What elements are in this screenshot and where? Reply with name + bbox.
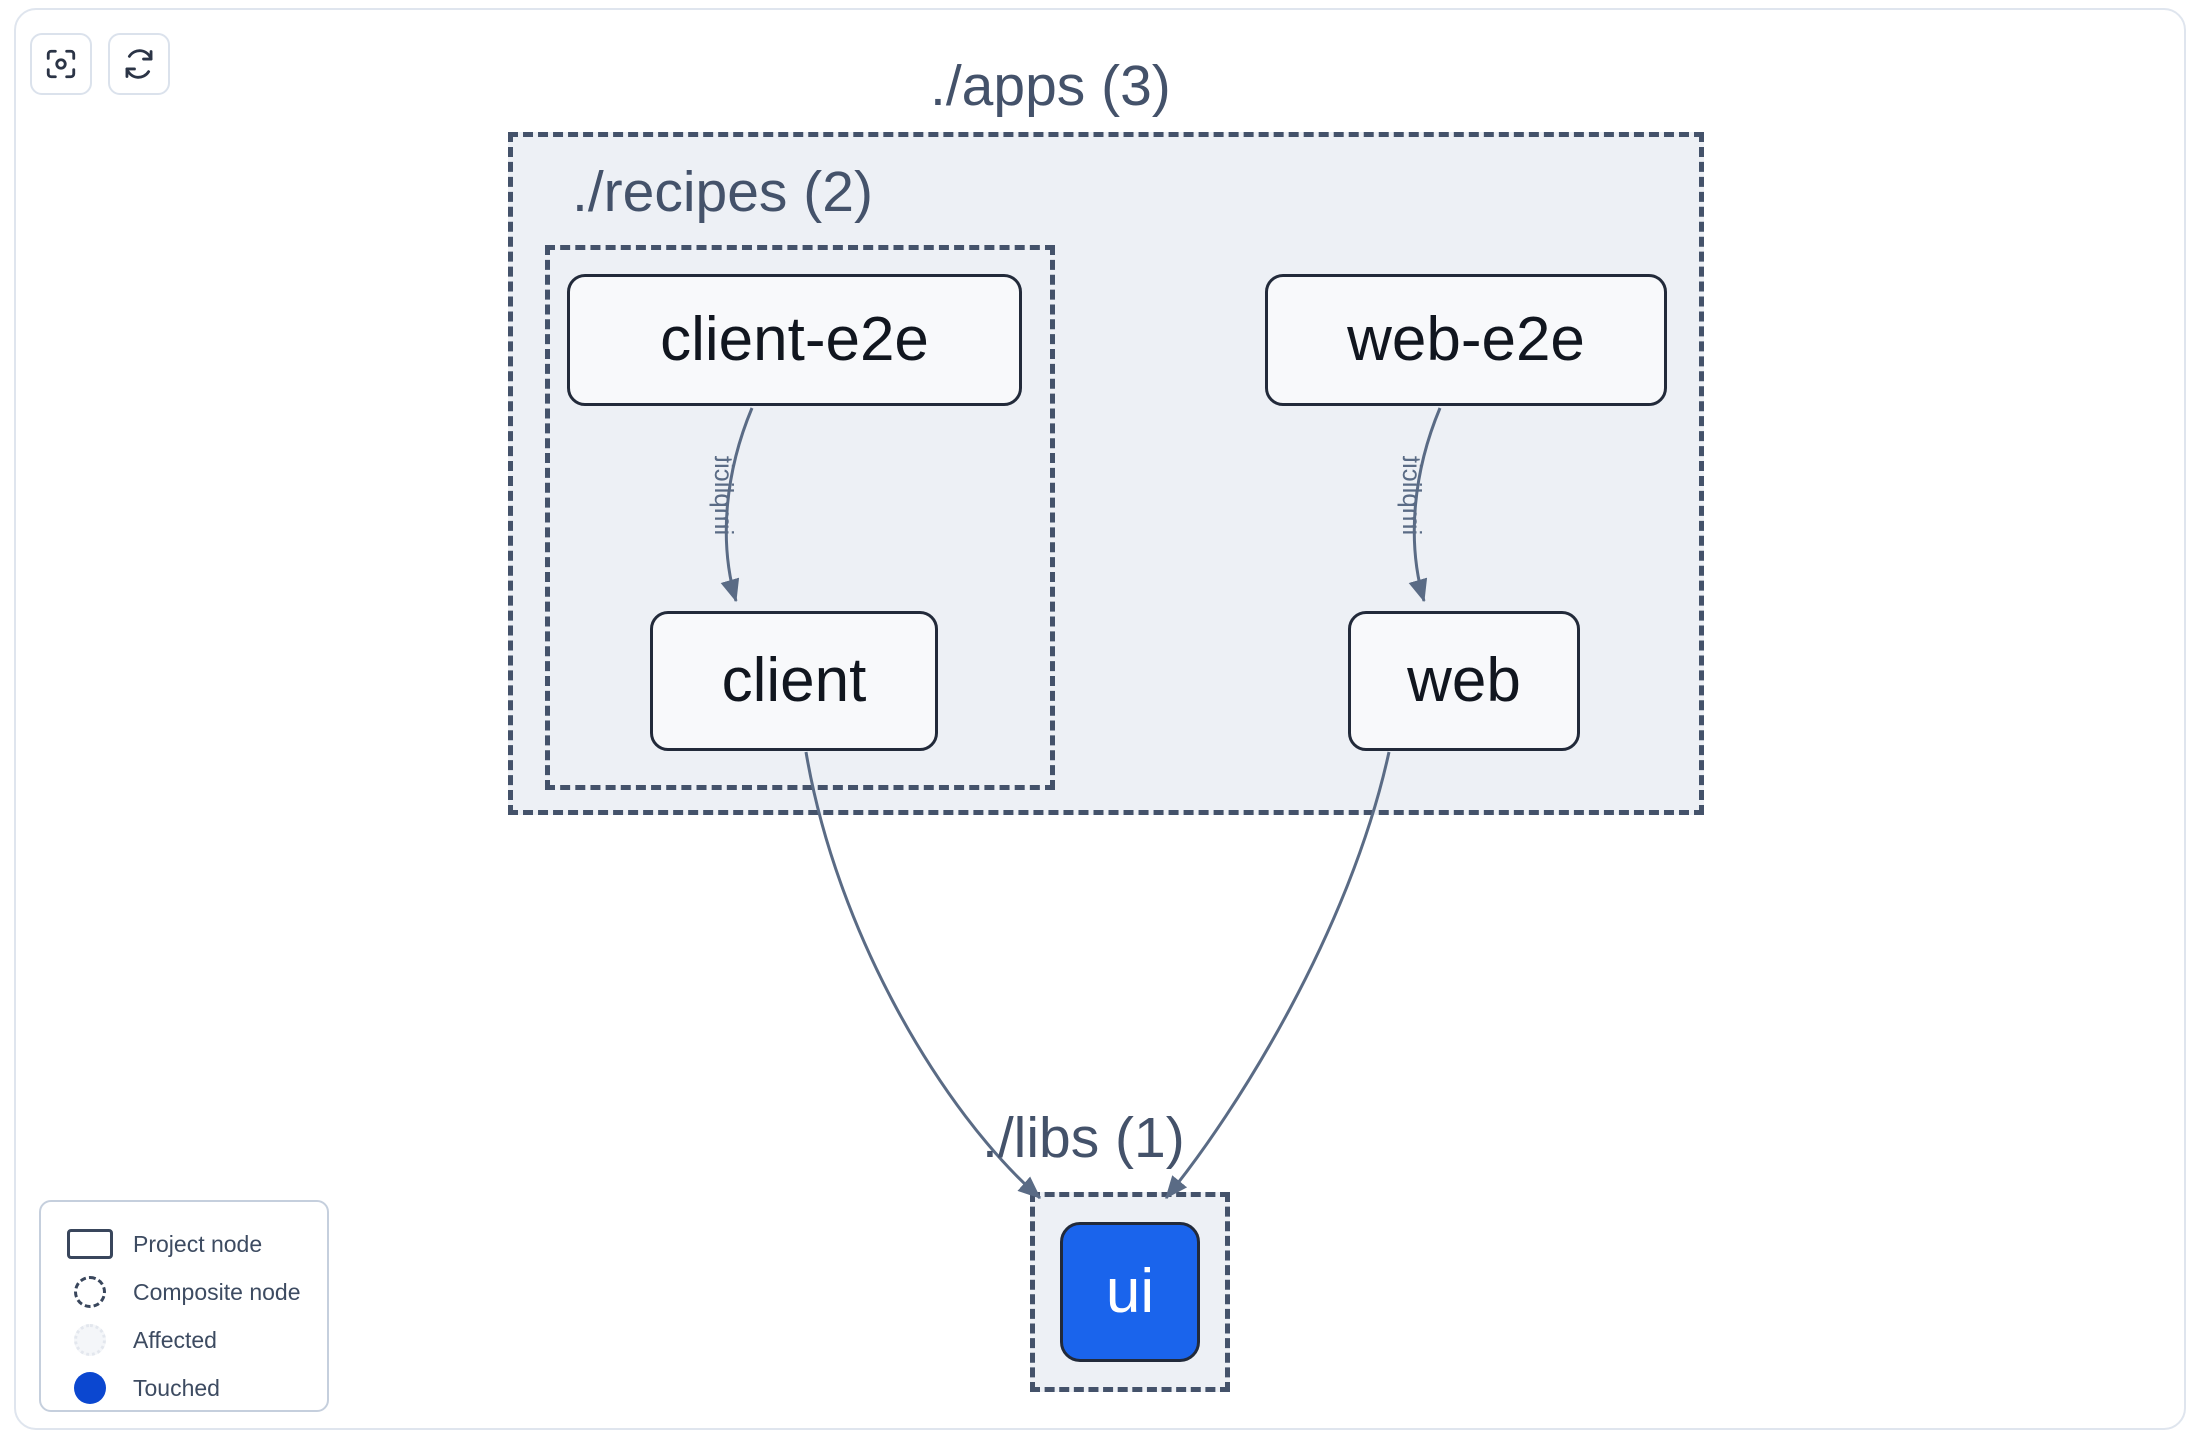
legend-item-project-node: Project node [41, 1220, 327, 1268]
edge-label-implicit-web: implicit [1397, 455, 1428, 536]
composite-group-label-libs: ./libs (1) [982, 1106, 1185, 1170]
legend-item-composite-node: Composite node [41, 1268, 327, 1316]
project-node-web[interactable]: web [1348, 611, 1580, 751]
graph-toolbar [30, 33, 170, 95]
project-node-client-e2e[interactable]: client-e2e [567, 274, 1022, 406]
legend-label-affected: Affected [133, 1326, 217, 1353]
project-node-swatch [63, 1229, 117, 1259]
legend-label-composite-node: Composite node [133, 1278, 301, 1305]
graph-legend: Project node Composite node Affected Tou… [39, 1200, 329, 1412]
project-node-web-e2e[interactable]: web-e2e [1265, 274, 1667, 406]
focus-graph-button[interactable] [30, 33, 92, 95]
legend-item-touched: Touched [41, 1364, 327, 1412]
project-node-ui[interactable]: ui [1060, 1222, 1200, 1362]
composite-group-label-apps: ./apps (3) [930, 54, 1171, 118]
composite-group-label-recipes: ./recipes (2) [572, 160, 873, 224]
affected-swatch [63, 1324, 117, 1356]
refresh-icon [122, 47, 156, 81]
touched-swatch [63, 1372, 117, 1404]
refresh-graph-button[interactable] [108, 33, 170, 95]
legend-item-affected: Affected [41, 1316, 327, 1364]
project-node-client[interactable]: client [650, 611, 938, 751]
focus-icon [44, 47, 78, 81]
edge-label-implicit-client: implicit [709, 455, 740, 536]
legend-label-project-node: Project node [133, 1230, 263, 1257]
composite-node-swatch [63, 1276, 117, 1308]
legend-label-touched: Touched [133, 1374, 220, 1401]
